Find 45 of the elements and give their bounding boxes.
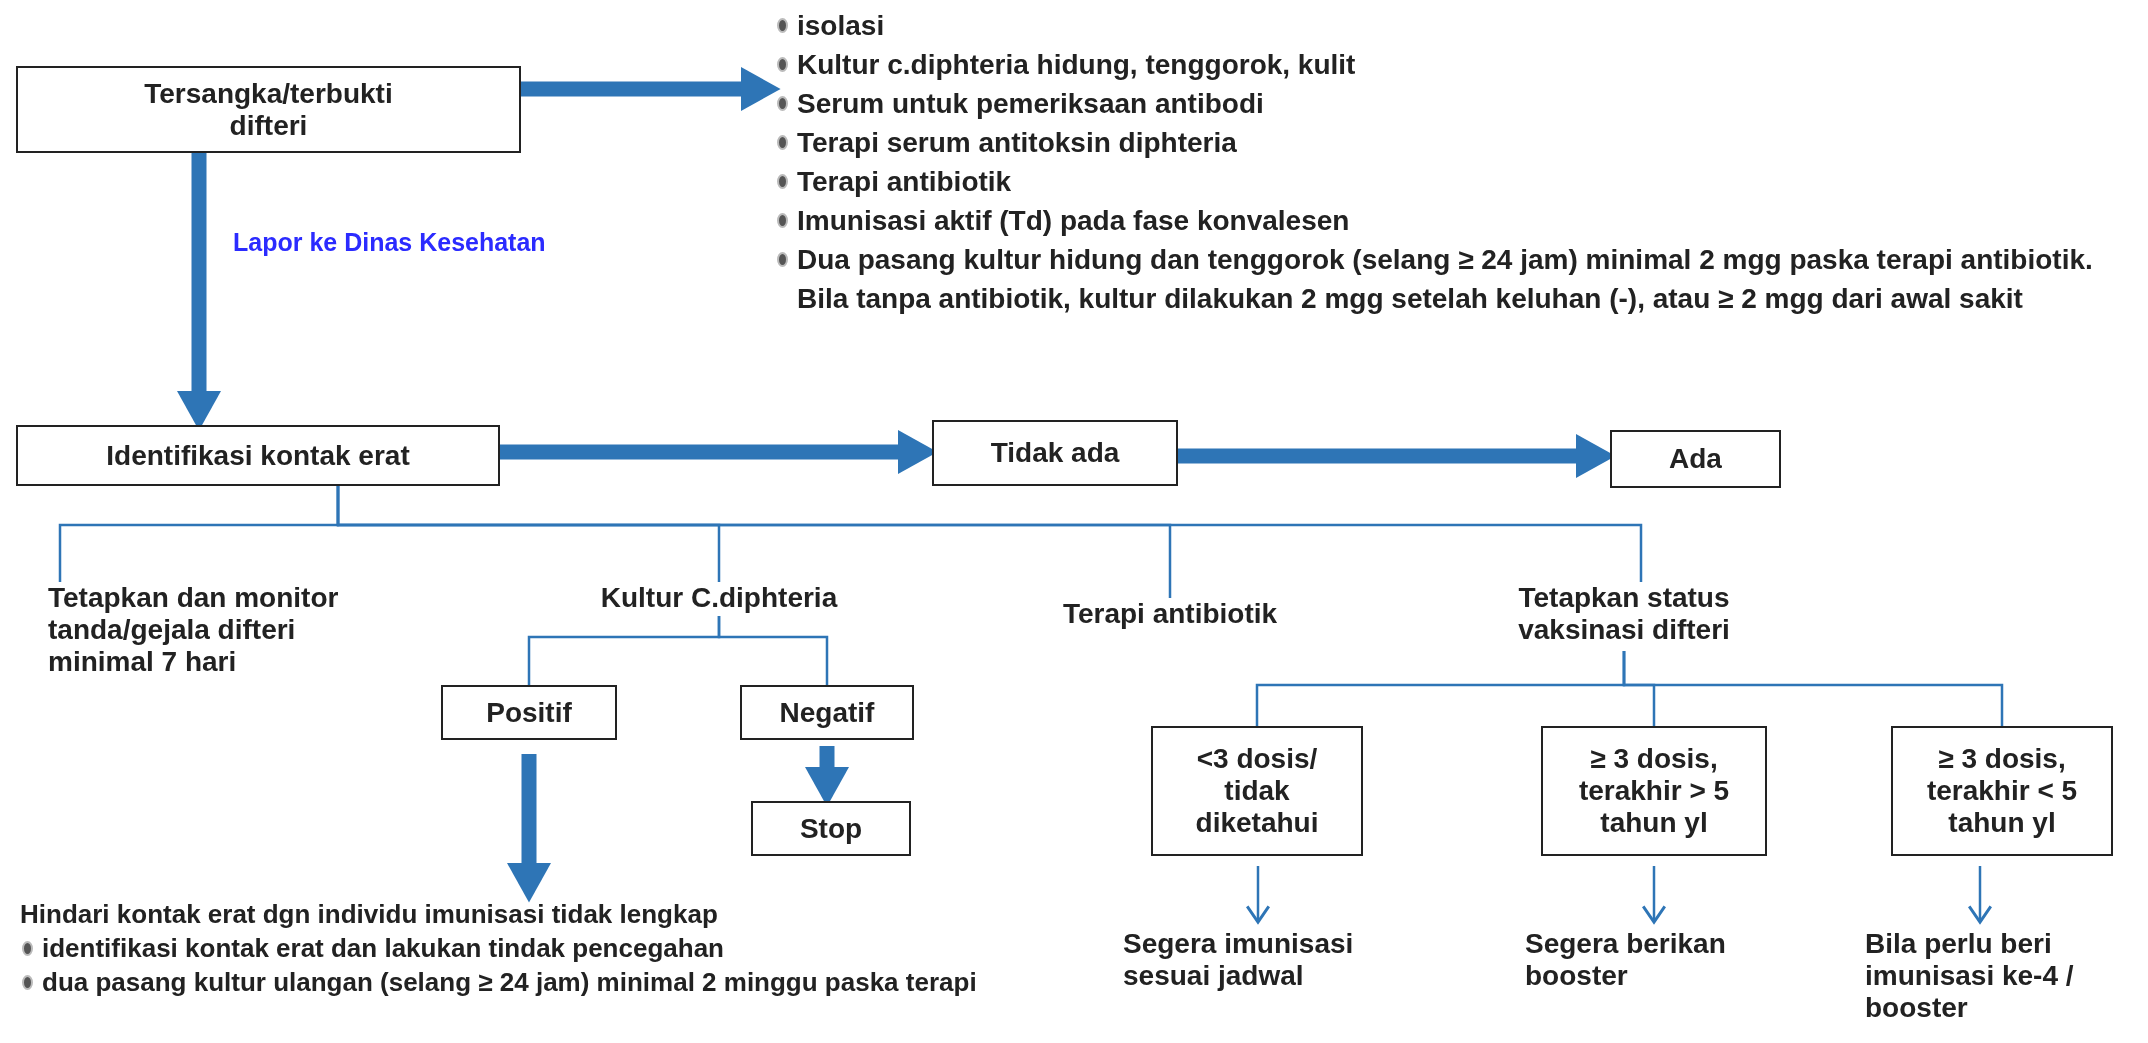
process-box [1610, 430, 1781, 488]
node-text: Stop [799, 812, 863, 844]
node-text: identifikasi kontak erat dan lakukan tindak pencegahan [42, 933, 724, 963]
process-box [441, 685, 617, 740]
node-text: Segera berikan booster [1525, 928, 1726, 991]
connector-line [717, 616, 829, 685]
node-text: Tetapkan dan monitor tanda/gejala difteri minimal 7 hari [48, 582, 339, 677]
node-text: Tidak ada [990, 437, 1120, 468]
node-text: Negatif [779, 696, 875, 728]
node-text: Positif [486, 696, 572, 728]
node-text: Identifikasi kontak erat [106, 439, 410, 471]
process-box [16, 66, 521, 153]
arrow [1245, 866, 1271, 924]
node-text: ≥ 3 dosis, terakhir < 5 tahun yl [1926, 743, 2078, 838]
node-text: Imunisasi aktif (Td) pada fase konvalesen [797, 205, 1350, 236]
node-text: Terapi antibiotik [797, 166, 1012, 197]
arrow [1967, 866, 1993, 924]
node-text: ≥ 3 dosis, terakhir > 5 tahun yl [1578, 743, 1730, 838]
process-box [16, 425, 500, 486]
node-text: Terapi antibiotik [1062, 598, 1278, 629]
node-text: Tersangka/terbukti difteri [144, 77, 393, 141]
node-text: Serum untuk pemeriksaan antibodi [797, 88, 1264, 119]
node-text: Kultur C.diphteria [600, 582, 838, 613]
node-text: dua pasang kultur ulangan (selang ≥ 24 jam) minimal 2 minggu paska terapi [42, 967, 977, 997]
node-text: isolasi [797, 10, 885, 41]
node-text: Segera imunisasi sesuai jadwal [1123, 928, 1354, 991]
process-box [932, 420, 1178, 486]
node-text: Terapi serum antitoksin diphteria [797, 127, 1237, 158]
connector-line [336, 486, 1643, 582]
process-box [1151, 726, 1363, 856]
node-text: <3 dosis/ tidak diketahui [1195, 743, 1319, 838]
node-text: Ada [1669, 443, 1722, 474]
arrow [521, 67, 781, 111]
process-box [751, 801, 911, 856]
node-text: Tetapkan status vaksinasi difteri [1518, 582, 1730, 645]
node-text: Kultur c.diphteria hidung, tenggorok, kulit [797, 49, 1356, 80]
node-text: Dua pasang kultur hidung dan tenggorok (selang ≥ 24 jam) minimal 2 mgg paska terapi antibiotik. Bila tanpa antibiotik, kultur dilakukan 2 mgg setelah keluhan (-), atau ≥ 2 mgg dari awal sakit [797, 244, 2093, 314]
process-box [1541, 726, 1767, 856]
process-box [1891, 726, 2113, 856]
process-box [740, 685, 914, 740]
node-text: Bila perlu beri imunisasi ke-4 / booster [1865, 928, 2074, 1023]
connector-line [1622, 651, 2004, 726]
arrow [507, 754, 551, 903]
arrow [1641, 866, 1667, 924]
node-text: Hindari kontak erat dgn individu imunisasi tidak lengkap [20, 899, 718, 929]
